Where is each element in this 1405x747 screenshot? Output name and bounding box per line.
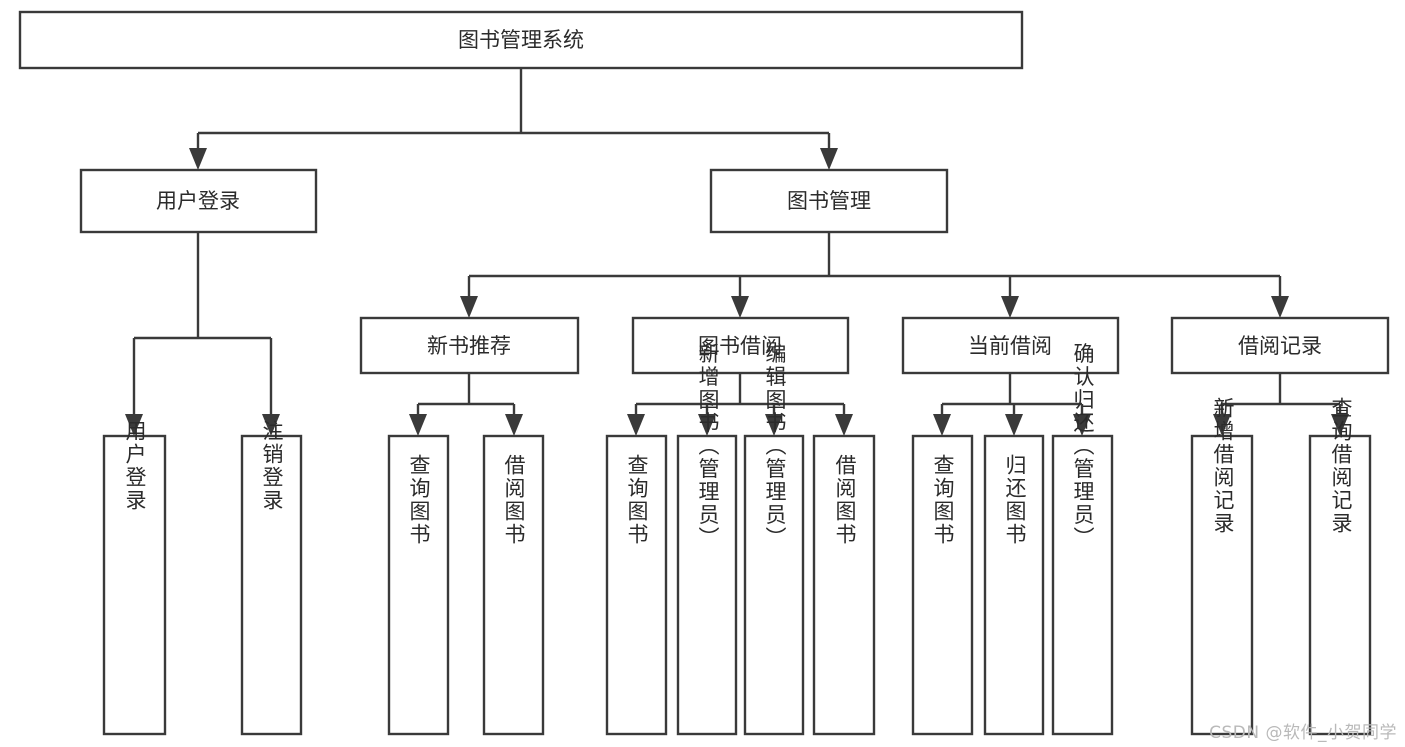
node-root-label: 图书管理系统 bbox=[458, 28, 584, 52]
node-current-borrow-box[interactable] bbox=[901, 316, 1120, 375]
node-new-book-recommend[interactable]: 新书推荐 bbox=[359, 316, 580, 375]
leaf-book-borrow-2-label: 新增图书（管理员） bbox=[696, 343, 720, 550]
node-current-borrow-label: 当前借阅 bbox=[968, 334, 1052, 358]
arrow-to-leaf-user-1 bbox=[125, 414, 143, 436]
node-borrow-record-box[interactable] bbox=[1170, 316, 1390, 375]
node-root[interactable]: 图书管理系统 bbox=[18, 10, 1024, 70]
arrow-to-borrow bbox=[731, 296, 749, 318]
leaf-new-book-2-box[interactable] bbox=[482, 434, 545, 736]
arrow-to-leaf-borrow-2 bbox=[698, 414, 716, 436]
leaf-book-borrow-4-box[interactable] bbox=[812, 434, 876, 736]
node-new-book-recommend-box[interactable] bbox=[359, 316, 580, 375]
node-borrow-record[interactable]: 借阅记录 bbox=[1170, 316, 1390, 375]
leaf-borrow-record-2-label: 查询借阅记录 bbox=[1329, 397, 1353, 535]
node-root-box[interactable] bbox=[18, 10, 1024, 70]
arrow-to-leaf-record-2 bbox=[1331, 414, 1349, 436]
leaf-book-borrow-4-label: 借阅图书 bbox=[833, 454, 857, 546]
node-book-manage-box[interactable] bbox=[709, 168, 949, 234]
node-book-borrow-label: 图书借阅 bbox=[698, 334, 782, 358]
leaf-new-book-1[interactable]: 查询图书 bbox=[387, 434, 450, 736]
watermark-text: CSDN @软件_小贺同学 bbox=[1209, 723, 1397, 743]
node-book-borrow-box[interactable] bbox=[631, 316, 850, 375]
arrowheads-group bbox=[125, 148, 1349, 436]
leaf-book-borrow-3[interactable]: 编辑图书（管理员） bbox=[743, 343, 805, 736]
node-book-manage-label: 图书管理 bbox=[787, 189, 871, 213]
leaf-borrow-record-1-label: 新增借阅记录 bbox=[1211, 397, 1235, 535]
leaf-borrow-record-2-box[interactable] bbox=[1308, 434, 1372, 736]
arrow-to-new-book bbox=[460, 296, 478, 318]
node-user-login[interactable]: 用户登录 bbox=[79, 168, 318, 234]
arrow-to-leaf-current-3 bbox=[1073, 414, 1091, 436]
leaf-current-borrow-1[interactable]: 查询图书 bbox=[911, 434, 974, 736]
arrow-to-leaf-newbook-1 bbox=[409, 414, 427, 436]
node-user-login-box[interactable] bbox=[79, 168, 318, 234]
leaf-new-book-1-box[interactable] bbox=[387, 434, 450, 736]
leaf-user-login-2-label: 注销登录 bbox=[260, 420, 284, 512]
leaf-borrow-record-2[interactable]: 查询借阅记录 bbox=[1308, 397, 1372, 736]
leaf-new-book-2[interactable]: 借阅图书 bbox=[482, 434, 545, 736]
arrow-to-leaf-borrow-4 bbox=[835, 414, 853, 436]
leaf-current-borrow-2-label: 归还图书 bbox=[1003, 454, 1027, 546]
arrow-to-leaf-newbook-2 bbox=[505, 414, 523, 436]
leaf-current-borrow-1-box[interactable] bbox=[911, 434, 974, 736]
leaf-borrow-record-1-box[interactable] bbox=[1190, 434, 1254, 736]
leaf-current-borrow-2-box[interactable] bbox=[983, 434, 1045, 736]
arrow-to-user-login bbox=[189, 148, 207, 170]
leaf-current-borrow-3-label: 确认归还（管理员） bbox=[1071, 343, 1095, 550]
leaf-new-book-1-label: 查询图书 bbox=[407, 454, 431, 546]
arrow-to-leaf-user-2 bbox=[262, 414, 280, 436]
arrow-to-leaf-current-2 bbox=[1005, 414, 1023, 436]
leaf-current-borrow-3[interactable]: 确认归还（管理员） bbox=[1051, 343, 1114, 736]
leaf-book-borrow-3-label: 编辑图书（管理员） bbox=[763, 343, 787, 550]
arrow-to-leaf-current-1 bbox=[933, 414, 951, 436]
leaf-user-login-2[interactable]: 注销登录 bbox=[240, 420, 303, 736]
leaf-book-borrow-1-box[interactable] bbox=[605, 434, 668, 736]
node-current-borrow[interactable]: 当前借阅 bbox=[901, 316, 1120, 375]
leaf-user-login-1[interactable]: 用户登录 bbox=[102, 420, 167, 736]
node-user-login-label: 用户登录 bbox=[156, 189, 240, 213]
leaf-book-borrow-4[interactable]: 借阅图书 bbox=[812, 434, 876, 736]
arrow-to-book-manage bbox=[820, 148, 838, 170]
leaf-book-borrow-1[interactable]: 查询图书 bbox=[605, 434, 668, 736]
arrow-to-record bbox=[1271, 296, 1289, 318]
leaf-new-book-2-label: 借阅图书 bbox=[502, 454, 526, 546]
leaf-book-borrow-3-box[interactable] bbox=[743, 434, 805, 736]
leaf-user-login-1-label: 用户登录 bbox=[123, 420, 147, 512]
arrow-to-current bbox=[1001, 296, 1019, 318]
leaf-book-borrow-2[interactable]: 新增图书（管理员） bbox=[676, 343, 738, 736]
leaf-borrow-record-1[interactable]: 新增借阅记录 bbox=[1190, 397, 1254, 736]
leaf-user-login-1-box[interactable] bbox=[102, 434, 167, 736]
node-new-book-recommend-label: 新书推荐 bbox=[427, 334, 511, 358]
node-book-manage[interactable]: 图书管理 bbox=[709, 168, 949, 234]
leaf-current-borrow-1-label: 查询图书 bbox=[931, 454, 955, 546]
node-book-borrow[interactable]: 图书借阅 bbox=[631, 316, 850, 375]
leaf-current-borrow-3-box[interactable] bbox=[1051, 434, 1114, 736]
node-borrow-record-label: 借阅记录 bbox=[1238, 334, 1322, 358]
leaf-book-borrow-1-label: 查询图书 bbox=[625, 454, 649, 546]
arrow-to-leaf-record-1 bbox=[1213, 414, 1231, 436]
arrow-to-leaf-borrow-3 bbox=[765, 414, 783, 436]
leaf-user-login-2-box[interactable] bbox=[240, 434, 303, 736]
arrow-to-leaf-borrow-1 bbox=[627, 414, 645, 436]
leaf-current-borrow-2[interactable]: 归还图书 bbox=[983, 434, 1045, 736]
leaf-book-borrow-2-box[interactable] bbox=[676, 434, 738, 736]
